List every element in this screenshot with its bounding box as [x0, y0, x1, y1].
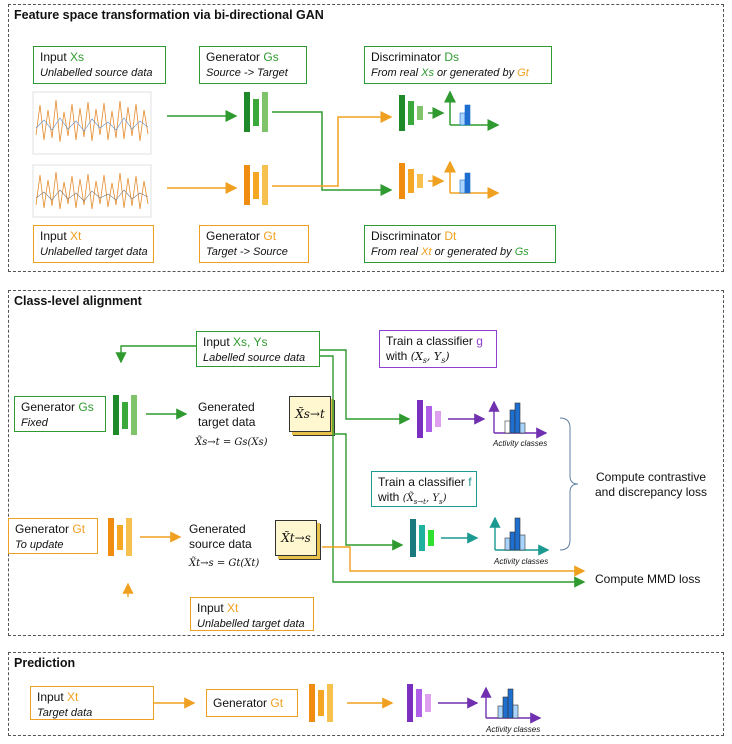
- activity-classes-label: Activity classes: [486, 725, 541, 734]
- generator-gt-update-box: Generator Gt To update: [8, 518, 98, 554]
- dt-output-histogram: [444, 160, 500, 199]
- generator-gs-network: [244, 92, 268, 132]
- classifier-f-output-histogram: [489, 516, 550, 556]
- input-xs-ys-box: Input Xs, Ys Labelled source data: [196, 331, 320, 367]
- input-xt-s3-box: Input Xt Target data: [30, 686, 154, 720]
- classifier-s3-network: [407, 684, 431, 722]
- loss-brace: [559, 417, 579, 551]
- generator-gs-box: Generator Gs Source -> Target: [199, 46, 307, 84]
- contrastive-loss-label: Compute contrastive and discrepancy loss: [595, 470, 708, 499]
- section-gan: Feature space transformation via bi-dire…: [8, 4, 724, 272]
- generated-source-cube: X̃t→s: [275, 520, 317, 556]
- discriminator-ds-box: Discriminator Ds From real Xs or generat…: [364, 46, 552, 84]
- section-title: Prediction: [14, 656, 76, 670]
- section-prediction: Prediction: [8, 652, 724, 736]
- prediction-output-histogram: [480, 686, 542, 724]
- generated-target-label: Generated target data: [198, 400, 256, 429]
- generated-source-formula: X̃t→s = Gt(Xt): [189, 558, 260, 569]
- generator-gt-box: Generator Gt Target -> Source: [199, 225, 309, 263]
- classifier-g-box: Train a classifier g with (Xs, Ys): [379, 330, 497, 368]
- input-xt-s2-box: Input Xt Unlabelled target data: [190, 597, 314, 631]
- generated-target-cube: X̃s→t: [289, 396, 331, 432]
- activity-classes-label: Activity classes: [493, 439, 548, 448]
- source-signal-plot: [32, 91, 152, 155]
- classifier-f-network: [410, 519, 434, 557]
- generator-gs-fixed-box: Generator Gs Fixed: [14, 396, 106, 432]
- generator-gt-update-network: [108, 518, 132, 556]
- discriminator-dt-network: [399, 163, 423, 199]
- generator-gt-network: [244, 165, 268, 205]
- input-xs-box: Input Xs Unlabelled source data: [33, 46, 166, 84]
- ds-output-histogram: [444, 90, 500, 131]
- classifier-g-network: [417, 400, 441, 438]
- generator-gs-fixed-network: [113, 395, 137, 435]
- section-title: Feature space transformation via bi-dire…: [14, 8, 324, 22]
- generated-source-label: Generated source data: [189, 522, 252, 551]
- generated-target-formula: X̃s→t = Gs(Xs): [195, 437, 268, 448]
- section-class-alignment: Class-level alignment: [8, 290, 724, 636]
- target-signal-plot: [32, 164, 152, 218]
- activity-classes-label: Activity classes: [494, 557, 549, 566]
- mmd-loss-label: Compute MMD loss: [595, 572, 701, 586]
- classifier-g-output-histogram: [488, 400, 548, 439]
- classifier-f-box: Train a classifier f with (X̃s→t, Ys): [371, 471, 477, 507]
- section-title: Class-level alignment: [14, 294, 142, 308]
- generator-gt-s3-network: [309, 684, 333, 722]
- discriminator-ds-network: [399, 95, 423, 131]
- discriminator-dt-box: Discriminator Dt From real Xt or generat…: [364, 225, 556, 263]
- generator-gt-s3-box: Generator Gt: [206, 689, 298, 717]
- input-xt-box: Input Xt Unlabelled target data: [33, 225, 154, 263]
